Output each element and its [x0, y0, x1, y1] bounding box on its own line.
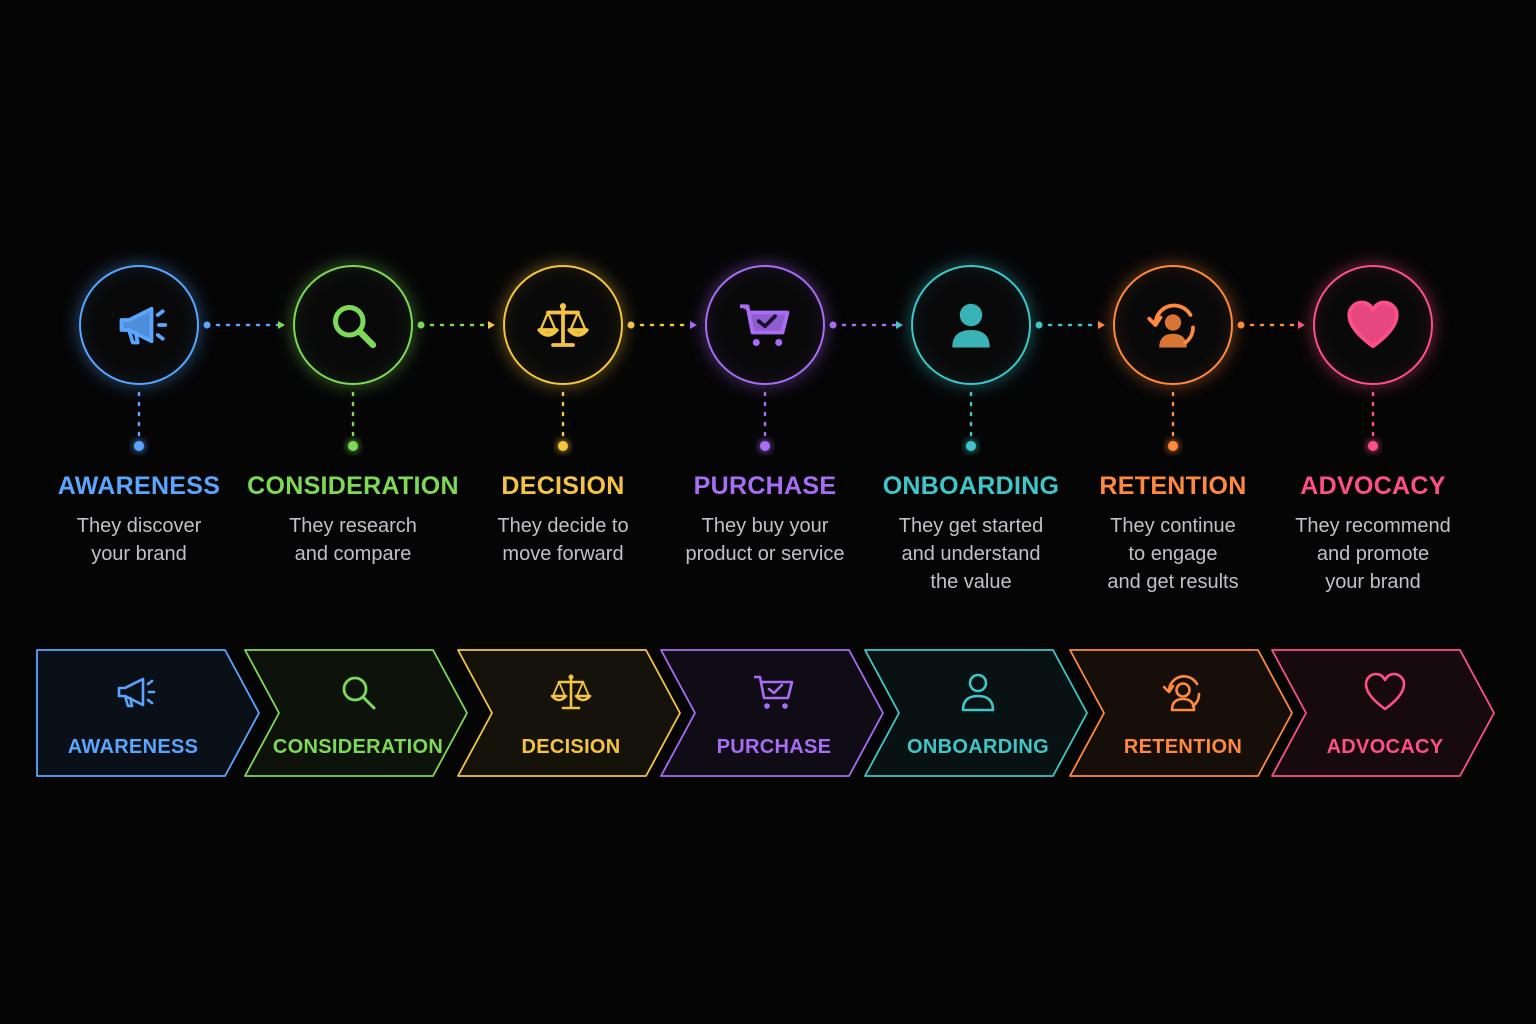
stage-circle-purchase [705, 265, 825, 385]
chevron-awareness [36, 649, 260, 777]
stage-circle-consideration [293, 265, 413, 385]
stage-title-advocacy: ADVOCACY [1300, 472, 1446, 500]
chevron-decision [457, 649, 681, 777]
chevron-label-retention: RETENTION [1123, 736, 1243, 758]
chevron-label-advocacy: ADVOCACY [1326, 736, 1444, 758]
scales-icon [547, 668, 595, 716]
cart-icon [735, 295, 795, 355]
connector-dot [829, 321, 837, 329]
stage-title-decision: DECISION [501, 472, 625, 500]
stage-dot [1168, 441, 1178, 451]
stage-description-onboarding: They get started and understand the valu… [898, 515, 1044, 593]
stage-dot [134, 441, 144, 451]
stage-description-awareness: They discover your brand [76, 515, 202, 565]
connector-dot [417, 321, 425, 329]
stage-dot [348, 441, 358, 451]
user-icon [941, 295, 1001, 355]
stage-dot [558, 441, 568, 451]
megaphone-icon [109, 668, 157, 716]
stage-circle-retention [1113, 265, 1233, 385]
connector-arrow [488, 321, 495, 329]
chevron-label-onboarding: ONBOARDING [907, 736, 1049, 758]
stage-circle-advocacy [1313, 265, 1433, 385]
user-icon [954, 668, 1002, 716]
stage-title-awareness: AWARENESS [57, 472, 221, 500]
connector-dot [1237, 321, 1245, 329]
magnifier-icon [334, 668, 382, 716]
stage-dot [966, 441, 976, 451]
connector-arrow [896, 321, 903, 329]
megaphone-icon [109, 295, 169, 355]
chevron-purchase [660, 649, 884, 777]
chevron-label-decision: DECISION [521, 736, 621, 758]
chevron-label-consideration: CONSIDERATION [272, 736, 444, 758]
connector-arrow [1298, 321, 1305, 329]
user-cycle-icon [1143, 295, 1203, 355]
stage-description-purchase: They buy your product or service [685, 515, 845, 565]
connector-arrow [690, 321, 697, 329]
chevron-onboarding [864, 649, 1088, 777]
chevron-advocacy [1271, 649, 1495, 777]
chevron-label-awareness: AWARENESS [67, 736, 199, 758]
stage-title-retention: RETENTION [1099, 472, 1247, 500]
stage-circle-awareness [79, 265, 199, 385]
heart-icon [1343, 295, 1403, 355]
stage-circle-decision [503, 265, 623, 385]
cart-icon [750, 668, 798, 716]
scales-icon [533, 295, 593, 355]
stage-description-retention: They continue to engage and get results [1107, 515, 1239, 593]
stage-title-consideration: CONSIDERATION [247, 472, 459, 500]
heart-icon [1361, 668, 1409, 716]
stage-dot [1368, 441, 1378, 451]
connector-dot [1035, 321, 1043, 329]
magnifier-icon [323, 295, 383, 355]
chevron-retention [1069, 649, 1293, 777]
stage-description-advocacy: They recommend and promote your brand [1295, 515, 1451, 593]
chevron-label-purchase: PURCHASE [716, 736, 832, 758]
stage-title-onboarding: ONBOARDING [882, 472, 1060, 500]
stage-description-decision: They decide to move forward [497, 515, 629, 565]
chevron-consideration [244, 649, 468, 777]
stage-title-purchase: PURCHASE [693, 472, 837, 500]
stage-description-consideration: They research and compare [289, 515, 417, 565]
connector-arrow [278, 321, 285, 329]
connector-dot [627, 321, 635, 329]
stage-dot [760, 441, 770, 451]
connector-arrow [1098, 321, 1105, 329]
stage-circle-onboarding [911, 265, 1031, 385]
user-cycle-icon [1159, 668, 1207, 716]
connector-dot [203, 321, 211, 329]
